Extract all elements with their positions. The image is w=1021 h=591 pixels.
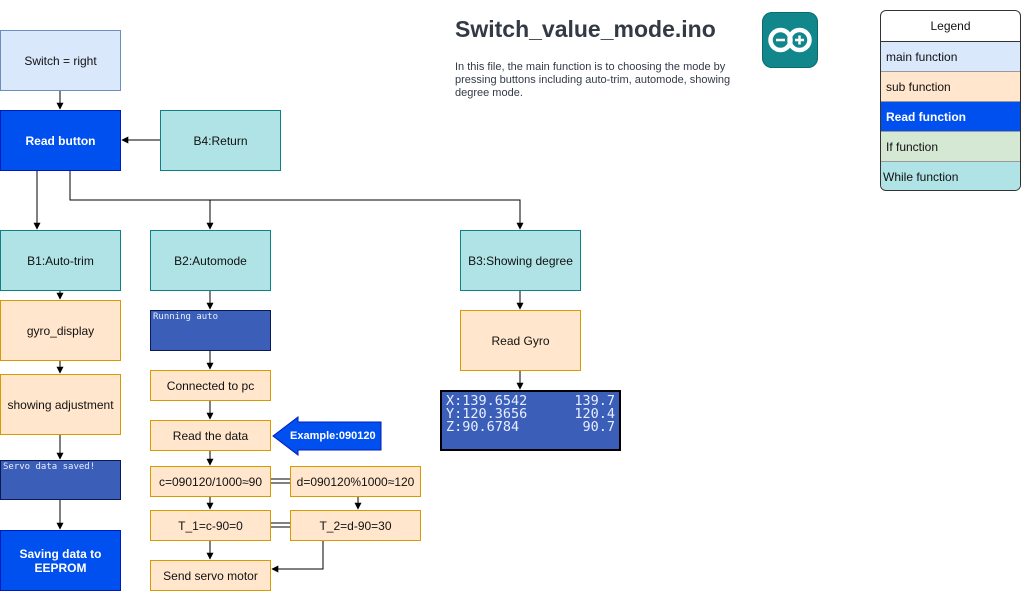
lcd-y-rounded: 120.4 <box>574 406 615 422</box>
read-gyro-node: Read Gyro <box>460 310 581 371</box>
page-description: In this file, the main function is to ch… <box>455 61 731 99</box>
t2-calc-node: T_2=d-90=30 <box>290 510 421 541</box>
b2-automode-node: B2:Automode <box>150 230 271 291</box>
legend-title: Legend <box>881 11 1020 42</box>
lcd-row-y: Y:120.3656 120.4 <box>446 406 615 422</box>
lcd-y-raw: Y:120.3656 <box>446 406 528 422</box>
legend-item-while: While function <box>881 162 1020 190</box>
running-auto-lcd: Running auto <box>150 310 271 351</box>
switch-node: Switch = right <box>0 30 121 91</box>
lcd-z-rounded: 90.7 <box>582 419 615 435</box>
lcd-row-x: X:139.6542 139.7 <box>446 393 615 409</box>
legend-item-main: main function <box>881 42 1020 72</box>
page-title: Switch_value_mode.ino <box>455 16 716 42</box>
gyro-display-node: gyro_display <box>0 300 121 361</box>
lcd-row-z: Z:90.6784 90.7 <box>446 419 615 435</box>
b4-return-node: B4:Return <box>160 110 281 171</box>
c-calc-node: c=090120/1000≈90 <box>150 466 271 497</box>
d-calc-node: d=090120%1000≈120 <box>290 466 421 497</box>
edge-t2-send <box>271 541 324 573</box>
arduino-logo-icon <box>762 12 818 68</box>
example-callout-label: Example:090120 <box>290 430 376 442</box>
t1-calc-node: T_1=c-90=0 <box>150 510 271 541</box>
read-button-node: Read button <box>0 110 121 171</box>
legend-item-if: If function <box>881 132 1020 162</box>
edge-read-b3 <box>69 170 524 230</box>
legend-item-sub: sub function <box>881 72 1020 102</box>
lcd-x-rounded: 139.7 <box>574 393 615 409</box>
showing-adjustment-node: showing adjustment <box>0 374 121 435</box>
lcd-x-raw: X:139.6542 <box>446 393 528 409</box>
gyro-degree-lcd: X:139.6542 139.7 Y:120.3656 120.4 Z:90.6… <box>440 390 621 451</box>
read-data-node: Read the data <box>150 420 271 451</box>
legend-item-read: Read function <box>881 102 1020 132</box>
lcd-z-raw: Z:90.6784 <box>446 419 520 435</box>
servo-saved-lcd: Servo data saved! <box>0 460 121 500</box>
b3-showing-degree-node: B3:Showing degree <box>460 230 581 291</box>
saving-eeprom-node: Saving data to EEPROM <box>0 530 121 591</box>
connected-pc-node: Connected to pc <box>150 370 271 401</box>
example-callout-arrow <box>272 416 382 456</box>
b1-auto-trim-node: B1:Auto-trim <box>0 230 121 291</box>
send-servo-node: Send servo motor <box>150 560 271 591</box>
legend: Legend main function sub function Read f… <box>880 10 1021 191</box>
